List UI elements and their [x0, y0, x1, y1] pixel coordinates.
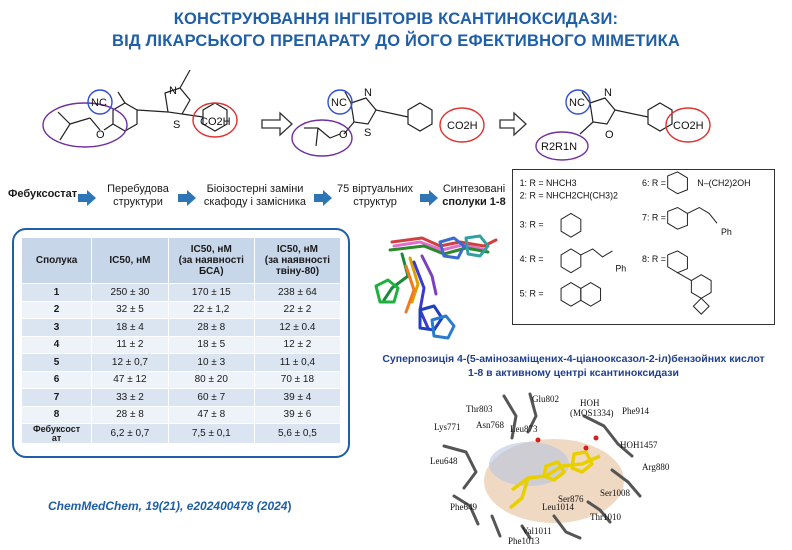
n-label-c: N: [604, 87, 612, 99]
arrow-icon: [314, 190, 332, 206]
r-group-1: 1: R = NHCH3: [520, 178, 577, 188]
n-label-a: N: [169, 85, 177, 97]
co2h-label-a: CO2H: [200, 116, 231, 128]
reaction-scheme: NC CO2H N S O NC CO2H N S O NC CO2H N O …: [42, 69, 711, 161]
flow-step-2: Біоізостерні заміни скафоду і замісника: [203, 183, 307, 208]
arrow-icon: [420, 190, 438, 206]
ph-label: Ph: [615, 264, 626, 274]
co2h-label-b: CO2H: [447, 120, 478, 132]
residue-label: Arg880: [642, 462, 670, 472]
arrow-icon: [178, 190, 196, 206]
residue-label: Leu648: [430, 456, 458, 466]
title-line-1: КОНСТРУЮВАННЯ ІНГІБІТОРІВ КСАНТИНОКСИДАЗ…: [173, 10, 619, 28]
flow-step-3: 75 віртуальних структур: [337, 183, 413, 208]
r-group-5: 5: R =: [520, 288, 544, 298]
residue-label: Asn768: [476, 420, 505, 430]
o-label-b: O: [339, 129, 348, 141]
reference: ChemMedChem, 19(21), e202400478 (2024): [48, 499, 292, 513]
docking-pose-image: Glu802 Thr803 HOH (MOS1334) Phe914 Asn76…: [430, 392, 670, 546]
r-group-2: 2: R = NHCH2CH(CH3)2: [520, 191, 618, 201]
residue-label: Leu873: [510, 424, 538, 434]
header-ic50-tween: IC50, нМ (за наявності твіну-80): [253, 237, 342, 284]
r-group-4: 4: R =: [520, 254, 544, 264]
r2r1n-label: R2R1N: [541, 141, 577, 153]
r-group-6: 6: R =: [642, 178, 666, 188]
header-compound: Сполука: [20, 237, 93, 284]
residue-label: Leu1014: [542, 502, 574, 512]
r-group-8: 8: R =: [642, 254, 666, 264]
arrow-icon: [78, 190, 96, 206]
flow-febuxostat: Фебуксостат: [8, 188, 78, 200]
residue-label: Phe914: [622, 406, 650, 416]
r-group-7: 7: R =: [642, 212, 666, 222]
ph-label: Ph: [721, 227, 732, 237]
ic50-table: Сполука IC50, нМ IC50, нМ (за наявності …: [20, 237, 342, 444]
o-label-a: O: [96, 129, 105, 141]
design-workflow: Фебуксостат Перебудова структури Біоізос…: [0, 183, 792, 223]
nc-label-b: NC: [331, 97, 347, 109]
s-label-a: S: [173, 119, 180, 131]
residue-label: (MOS1334): [570, 408, 614, 418]
r-group-3: 3: R =: [520, 219, 544, 229]
caption-line-1: Суперпозиція 4-(5-амінозаміщених-4-ціано…: [382, 353, 765, 365]
r-group-panel: 1: R = NHCH3 2: R = NHCH2CH(CH3)2 3: R =…: [512, 169, 775, 325]
header-ic50-bsa: IC50, нМ (за наявності БСА): [167, 237, 255, 284]
s-label-b: S: [364, 127, 371, 139]
residue-label: Glu802: [532, 394, 559, 404]
residue-label: Thr1010: [590, 512, 621, 522]
flow-step-4: Синтезовані сполуки 1-8: [442, 183, 506, 208]
residue-label: Phe1013: [508, 536, 540, 546]
residue-label: Phe649: [450, 502, 478, 512]
residue-label: Thr803: [466, 404, 493, 414]
superposition-image: [374, 234, 498, 340]
residue-label: Lys771: [434, 422, 461, 432]
residue-label: HOH1457: [620, 440, 658, 450]
ic50-table-panel: Сполука IC50, нМ IC50, нМ (за наявності …: [12, 228, 350, 458]
header-ic50: IC50, нМ: [91, 237, 169, 284]
residue-label: HOH: [580, 398, 600, 408]
r6-chain: N–(CH2)2OH: [697, 178, 750, 188]
caption-line-2: 1-8 в активному центрі ксантиноксидази: [468, 367, 679, 379]
n-label-b: N: [364, 87, 372, 99]
residue-label: Ser1008: [600, 488, 630, 498]
title-line-2: ВІД ЛІКАРСЬКОГО ПРЕПАРАТУ ДО ЙОГО ЕФЕКТИ…: [112, 32, 680, 50]
nc-label-a: NC: [91, 97, 107, 109]
flow-step-1: Перебудова структури: [107, 183, 169, 208]
nc-label-c: NC: [569, 97, 585, 109]
residue-label: Val1011: [522, 526, 552, 536]
o-label-c: O: [605, 129, 614, 141]
residue-label: Ser876: [558, 494, 584, 504]
co2h-label-c: CO2H: [673, 120, 704, 132]
